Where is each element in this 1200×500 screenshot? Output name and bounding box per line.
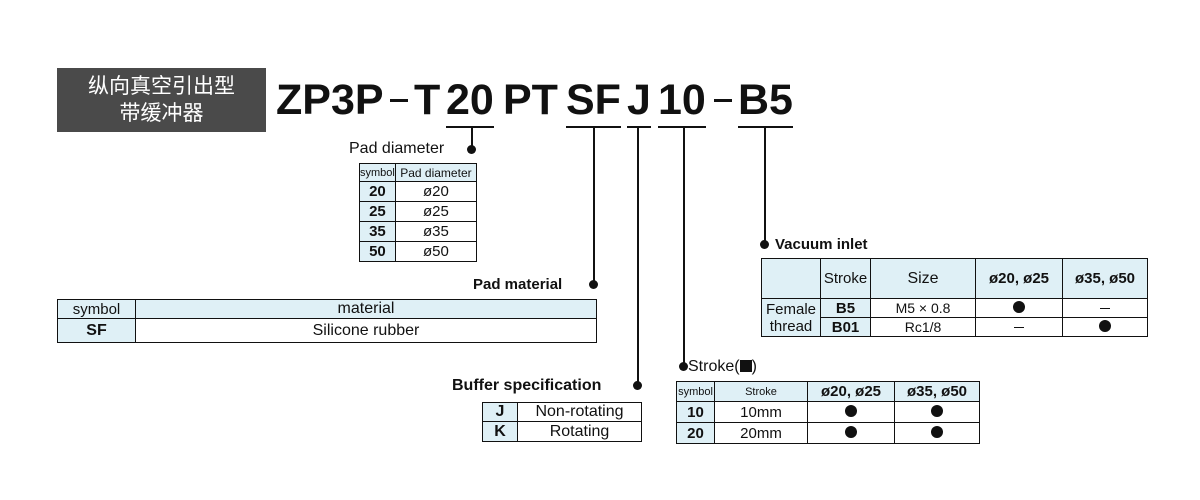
available-icon: [1013, 300, 1025, 313]
leader-stroke: [683, 126, 685, 366]
vacuum-row-group: Female thread: [761, 298, 821, 337]
pad-material-symbol: SF: [57, 318, 136, 343]
pad-material-table: symbol material SF Silicone rubber: [57, 299, 597, 343]
available-icon: [1099, 319, 1111, 332]
leader-inlet: [764, 126, 766, 244]
stroke-label: Stroke(): [688, 358, 757, 376]
stroke-symbol: 10: [676, 401, 715, 423]
available-icon: [845, 425, 857, 438]
badge-line-1: 纵向真空引出型: [88, 74, 235, 98]
pad-material-header-symbol: symbol: [57, 299, 136, 319]
vacuum-header-large: ø35, ø50: [1062, 258, 1148, 299]
stroke-value: 20mm: [714, 422, 808, 444]
vacuum-row-group-line-1: Female: [765, 300, 817, 318]
buffer-value: Rotating: [517, 421, 642, 442]
buffer-symbol: K: [482, 421, 518, 442]
vacuum-size: M5 × 0.8: [870, 298, 976, 318]
vacuum-inlet-table: Stroke Size ø20, ø25 ø35, ø50 Female thr…: [761, 258, 1148, 337]
placeholder-square-icon: [739, 360, 752, 372]
pad-diameter-value: ø20: [394, 181, 478, 202]
code-prefix: ZP3P: [276, 76, 384, 124]
vacuum-header-size: Size: [870, 258, 976, 299]
code-dash-2: [714, 99, 732, 102]
pad-material-header-material: material: [135, 299, 597, 319]
badge-line-2: 带缓冲器: [119, 101, 204, 125]
vacuum-header-stroke: Stroke: [820, 258, 871, 299]
vacuum-symbol: B01: [820, 317, 871, 337]
code-material: SF: [566, 74, 621, 128]
stroke-header-stroke: Stroke: [714, 381, 808, 402]
buffer-symbol: J: [482, 402, 518, 422]
vacuum-size: Rc1/8: [870, 317, 976, 337]
leader-dot-diameter: [467, 145, 476, 154]
stroke-label-close: ): [751, 358, 757, 375]
stroke-label-text: Stroke(: [688, 358, 740, 375]
buffer-spec-label: Buffer specification: [452, 377, 602, 394]
code-stroke: 10: [658, 74, 706, 128]
stroke-header-small: ø20, ø25: [807, 381, 895, 402]
code-pt: PT: [503, 76, 558, 124]
pad-diameter-value: ø35: [394, 221, 478, 242]
leader-buffer: [637, 126, 639, 384]
code-buffer: J: [627, 74, 651, 128]
code-diameter: 20: [446, 74, 494, 128]
not-available-icon: [1100, 308, 1110, 310]
pad-diameter-header-value: Pad diameter: [394, 163, 478, 182]
pad-diameter-symbol: 25: [359, 201, 396, 222]
series-badge: 纵向真空引出型 带缓冲器: [57, 68, 266, 132]
stroke-header-large: ø35, ø50: [894, 381, 980, 402]
vacuum-row-group-line-2: thread: [769, 317, 813, 335]
not-available-icon: [1014, 327, 1024, 329]
leader-dot-stroke: [679, 362, 688, 371]
vacuum-symbol: B5: [820, 298, 871, 318]
pad-material-value: Silicone rubber: [135, 318, 597, 343]
code-t: T: [414, 76, 441, 124]
pad-diameter-symbol: 20: [359, 181, 396, 202]
pad-diameter-value: ø25: [394, 201, 478, 222]
pad-material-label: Pad material: [473, 276, 563, 293]
code-dash-1: [390, 99, 408, 102]
leader-diameter: [471, 126, 473, 149]
pad-diameter-symbol: 35: [359, 221, 396, 242]
leader-dot-inlet: [760, 240, 769, 249]
stroke-value: 10mm: [714, 401, 808, 423]
available-icon: [845, 404, 857, 417]
pad-diameter-value: ø50: [394, 241, 478, 262]
stroke-table: symbol Stroke ø20, ø25 ø35, ø50 10 10mm …: [676, 381, 980, 444]
leader-dot-buffer: [633, 381, 642, 390]
leader-dot-material: [589, 280, 598, 289]
available-icon: [931, 404, 943, 417]
vacuum-inlet-label: Vacuum inlet: [775, 236, 868, 253]
vacuum-header-small: ø20, ø25: [975, 258, 1063, 299]
pad-diameter-label: Pad diameter: [349, 140, 445, 157]
leader-material: [593, 126, 595, 283]
stroke-header-symbol: symbol: [676, 381, 715, 402]
code-inlet: B5: [738, 74, 793, 128]
buffer-value: Non-rotating: [517, 402, 642, 422]
available-icon: [931, 425, 943, 438]
pad-diameter-symbol: 50: [359, 241, 396, 262]
pad-diameter-header-symbol: symbol: [359, 163, 396, 182]
stroke-symbol: 20: [676, 422, 715, 444]
